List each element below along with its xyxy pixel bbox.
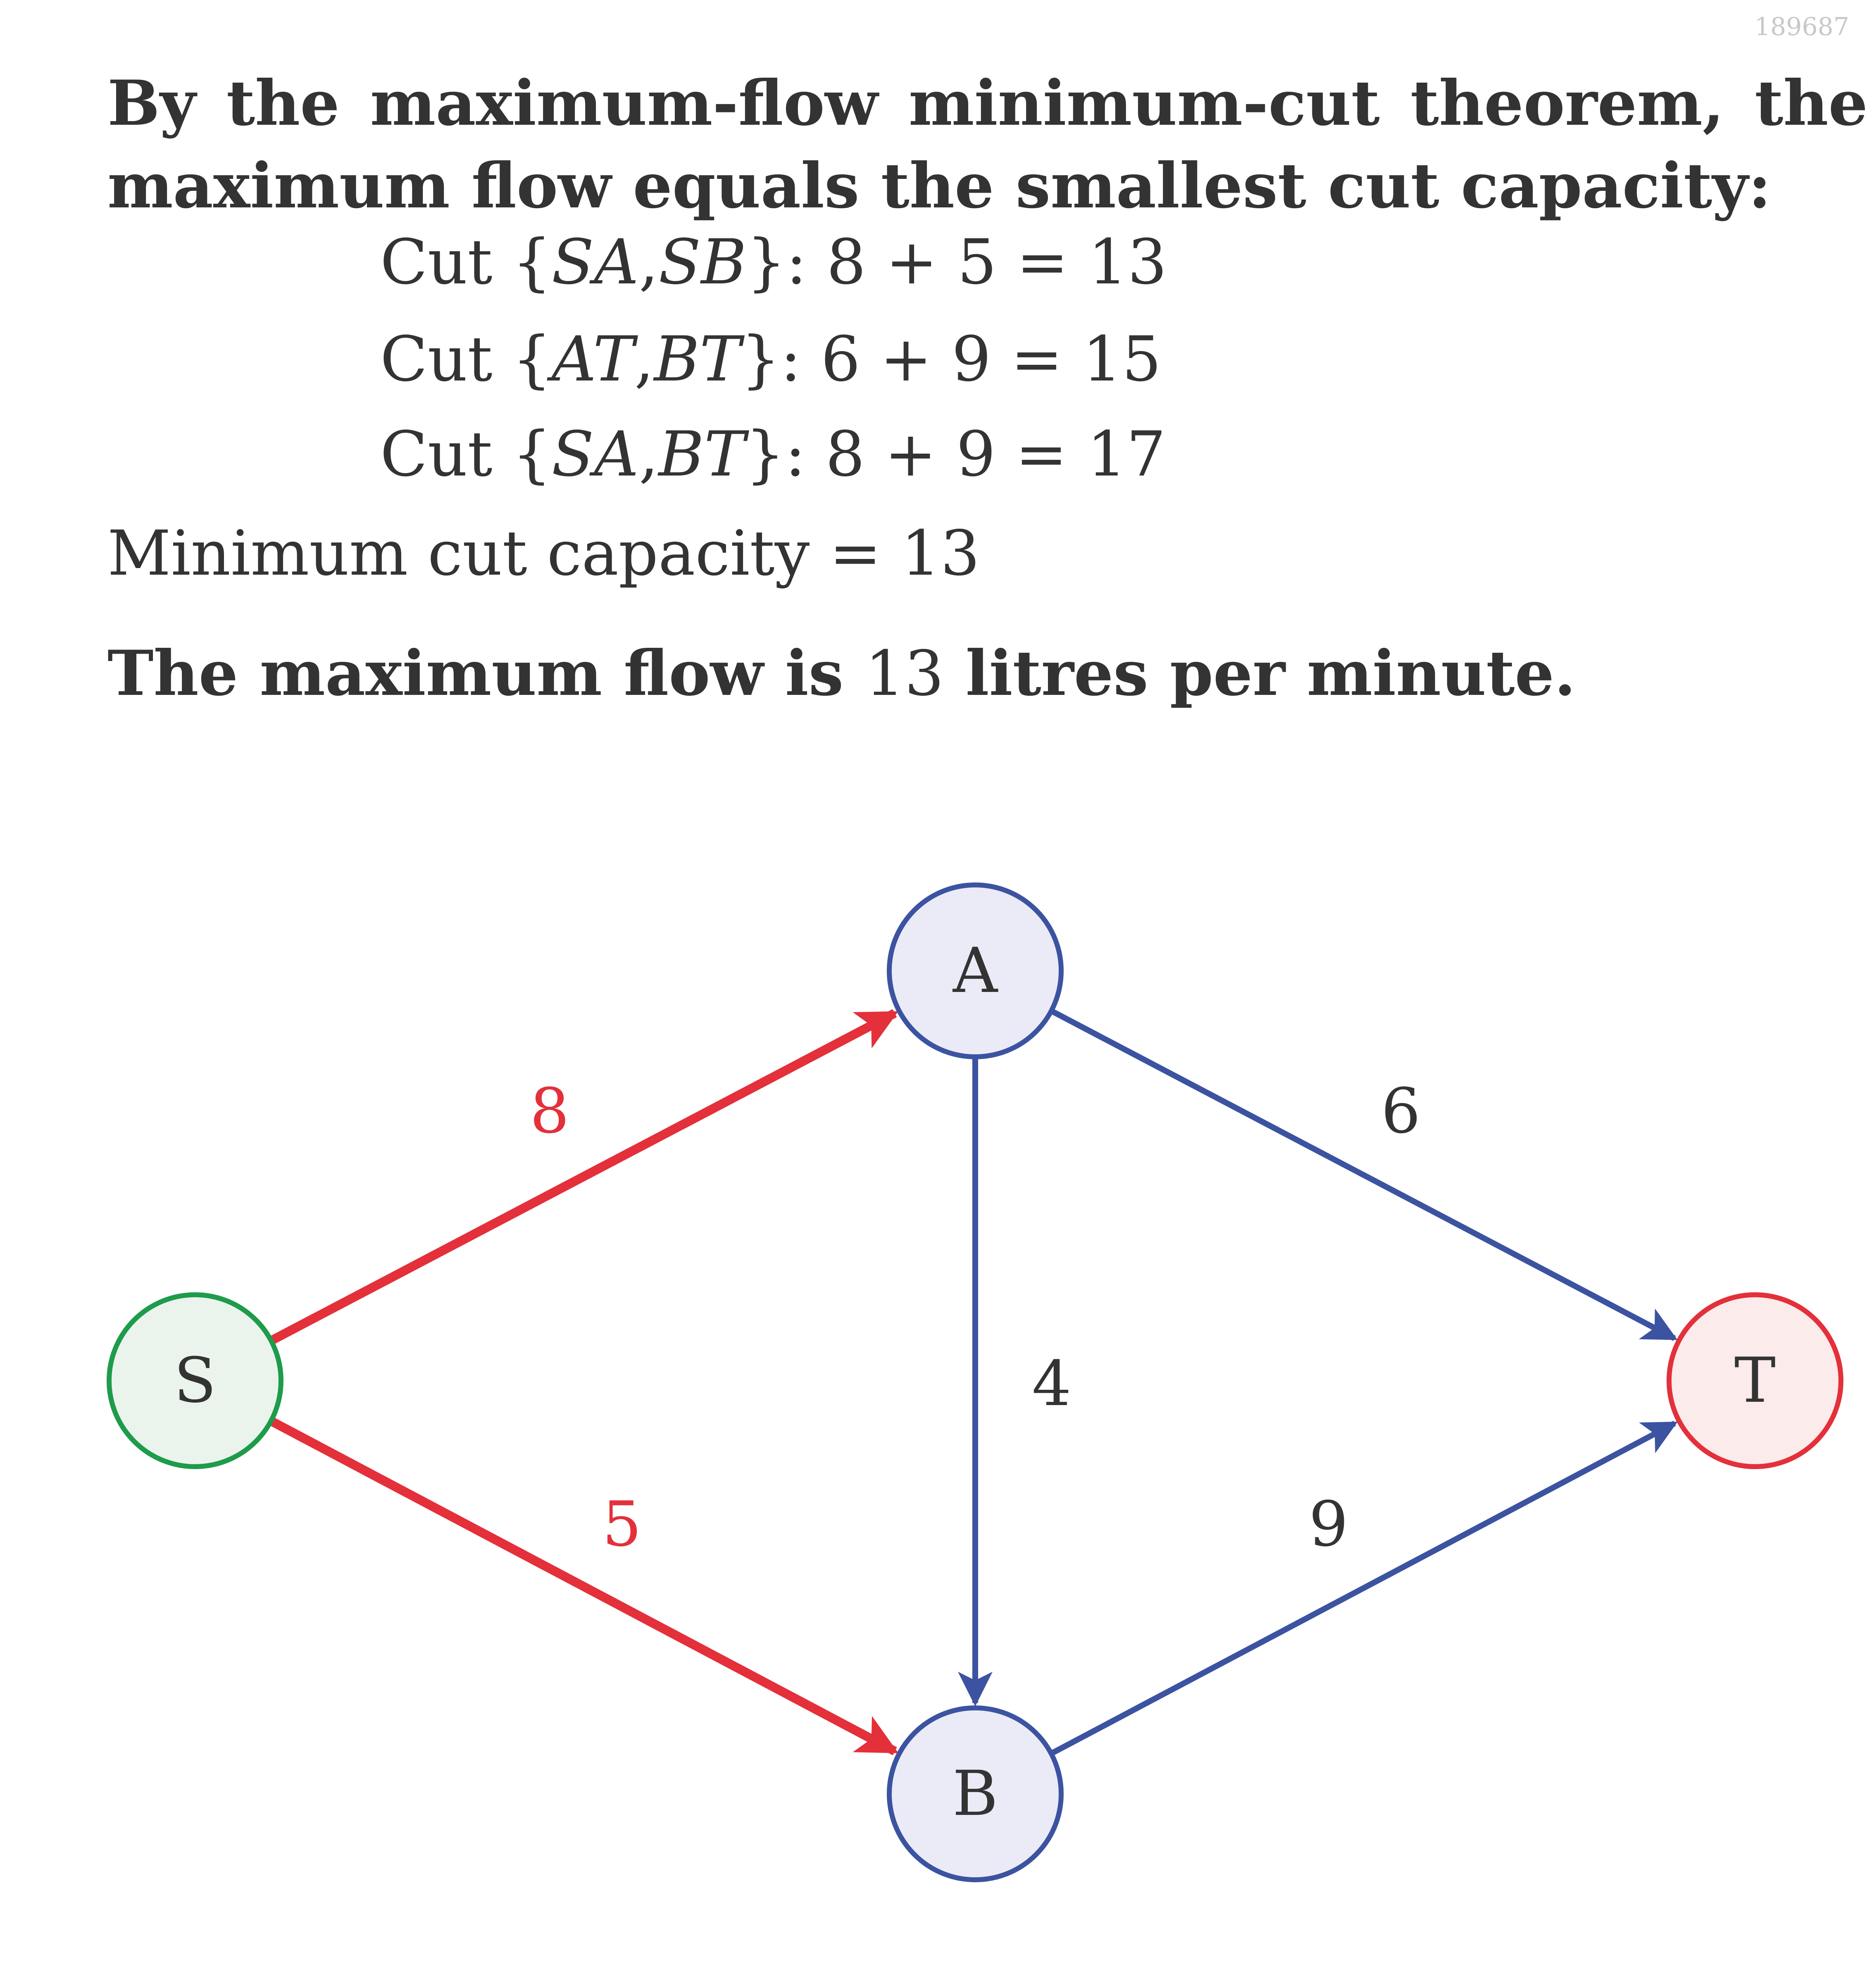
node-b bbox=[887, 1705, 1064, 1882]
node-label-t: T bbox=[1734, 1345, 1776, 1417]
comma: , bbox=[634, 323, 654, 395]
cut-line-3: Cut {SA,BT}: 8 + 9 = 17 bbox=[380, 413, 1166, 496]
edge-s-b bbox=[270, 1417, 899, 1755]
edges-layer: 8 5 4 6 9 bbox=[270, 1009, 1678, 1755]
cut-line-2: Cut {AT,BT}: 6 + 9 = 15 bbox=[380, 318, 1161, 401]
brace-open: { bbox=[512, 419, 552, 490]
comma: , bbox=[638, 226, 659, 298]
nodes-layer: S A B T bbox=[107, 882, 1843, 1882]
cut-edge-1: SA bbox=[551, 226, 639, 298]
minimum-cut-line: Minimum cut capacity = 13 bbox=[107, 518, 980, 590]
heading-text: By the maximum-flow minimum-cut theorem,… bbox=[107, 67, 1868, 222]
edge-capacity-label-s-b: 5 bbox=[602, 1489, 641, 1560]
brace-open: { bbox=[512, 323, 552, 395]
brace-close: } bbox=[741, 323, 781, 395]
conclusion-value: 13 bbox=[865, 638, 944, 710]
node-label-a: A bbox=[952, 935, 998, 1007]
cut-edge-1: SA bbox=[551, 419, 639, 490]
comma: , bbox=[638, 419, 659, 490]
brace-close: } bbox=[745, 419, 785, 490]
cut-word: Cut bbox=[380, 323, 493, 395]
edge-capacity-label-b-t: 9 bbox=[1309, 1489, 1348, 1560]
cut-line-1: Cut {SA,SB}: 8 + 5 = 13 bbox=[380, 221, 1167, 304]
cut-word: Cut bbox=[380, 419, 493, 490]
brace-close: } bbox=[746, 226, 786, 298]
cut-expression: : 8 + 9 = 17 bbox=[785, 419, 1166, 490]
cut-edge-2: BT bbox=[654, 323, 741, 395]
node-a bbox=[887, 882, 1064, 1059]
edge-capacity-label-s-a: 8 bbox=[530, 1075, 569, 1147]
brace-open: { bbox=[512, 226, 552, 298]
cut-expression: : 6 + 9 = 15 bbox=[780, 323, 1162, 395]
edge-a-t bbox=[1051, 1009, 1678, 1341]
conclusion-after: litres per minute. bbox=[944, 637, 1576, 710]
edge-capacity-label-a-b: 4 bbox=[1032, 1348, 1071, 1420]
cut-expression: : 8 + 5 = 13 bbox=[786, 226, 1167, 298]
edge-s-a bbox=[270, 1009, 899, 1344]
node-s bbox=[107, 1292, 283, 1469]
cut-word: Cut bbox=[380, 226, 493, 298]
edge-b-t bbox=[1051, 1420, 1678, 1755]
conclusion-text: The maximum flow is 13 litres per minute… bbox=[107, 632, 1576, 715]
document-id: 189687 bbox=[1754, 12, 1849, 41]
conclusion-before: The maximum flow is bbox=[107, 637, 865, 710]
edge-capacity-label-a-t: 6 bbox=[1381, 1075, 1420, 1147]
node-label-s: S bbox=[174, 1345, 217, 1417]
cut-edge-1: AT bbox=[551, 323, 634, 395]
node-t bbox=[1667, 1292, 1843, 1469]
cut-edge-2: BT bbox=[658, 419, 745, 490]
node-label-b: B bbox=[952, 1758, 998, 1830]
cut-edge-2: SB bbox=[658, 226, 747, 298]
